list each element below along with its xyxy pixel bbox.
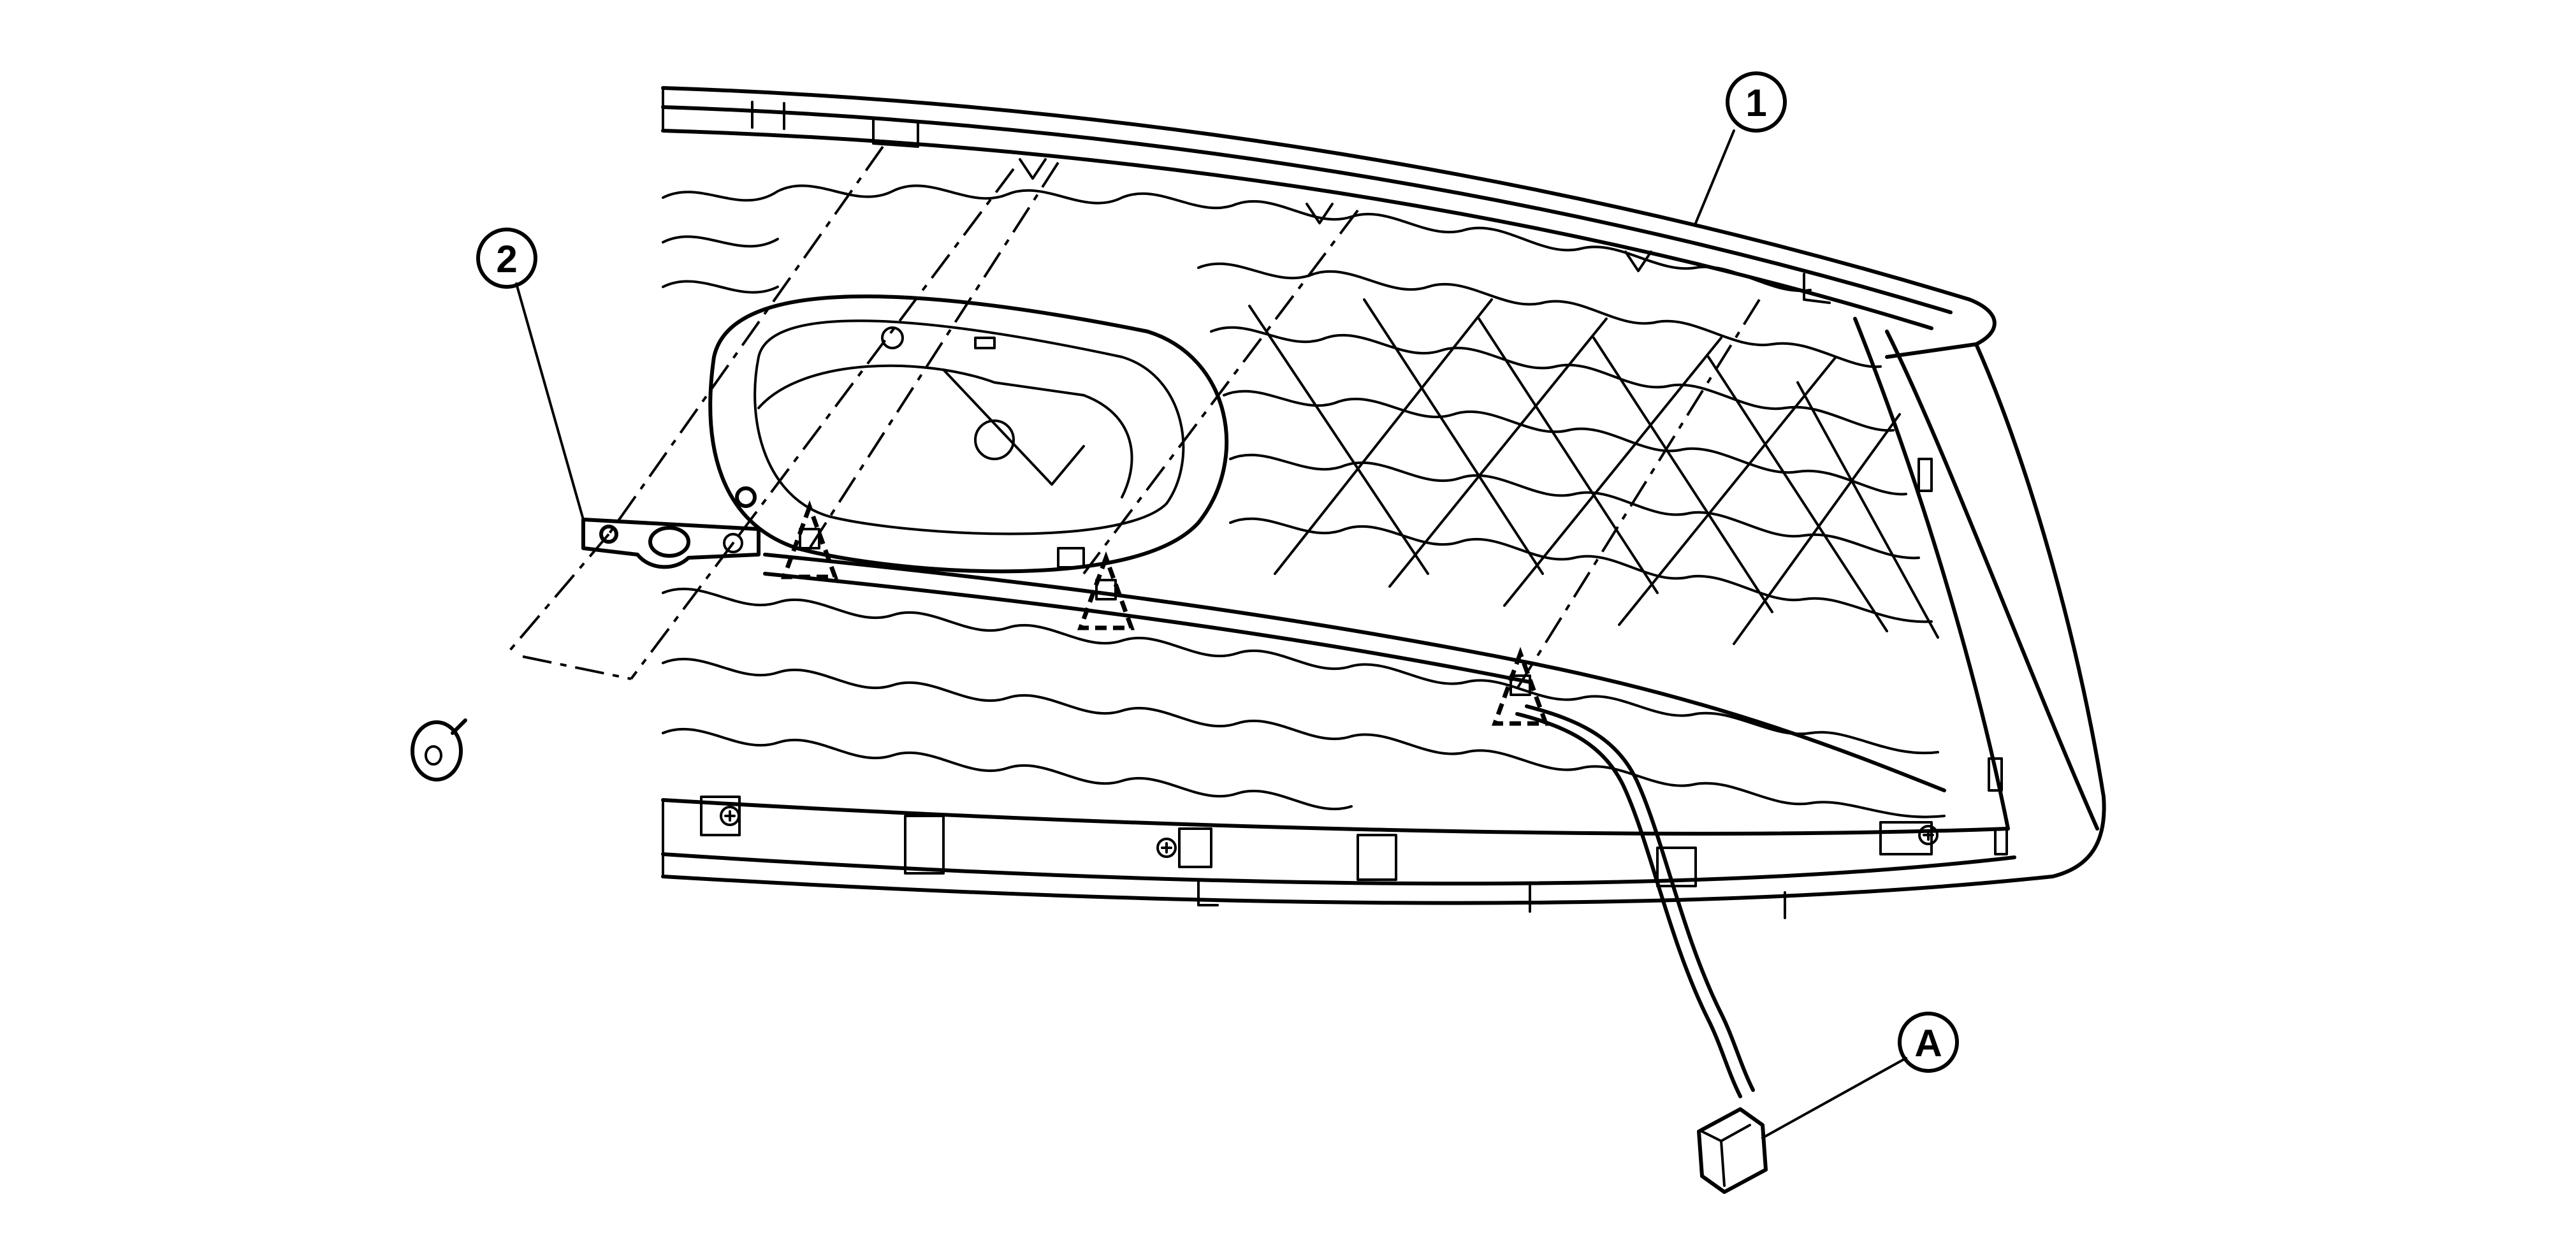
clip-locations — [781, 500, 1549, 726]
sensor-harness — [1515, 704, 1755, 1098]
sensor-bracket[interactable] — [581, 518, 760, 569]
clip-screw[interactable] — [411, 718, 467, 782]
svg-text:2: 2 — [496, 238, 517, 280]
svg-text:1: 1 — [1745, 82, 1766, 124]
callout-a: A — [1761, 1012, 1959, 1139]
svg-text:A: A — [1914, 1022, 1942, 1065]
alignment-lines — [509, 145, 1761, 690]
harness-connector[interactable] — [1697, 1107, 1768, 1194]
front-grille — [661, 86, 2106, 919]
callout-2: 2 — [476, 228, 585, 521]
grille-mesh — [662, 184, 1946, 818]
lower-clips — [700, 458, 2008, 919]
callout-1: 1 — [1694, 71, 1787, 224]
